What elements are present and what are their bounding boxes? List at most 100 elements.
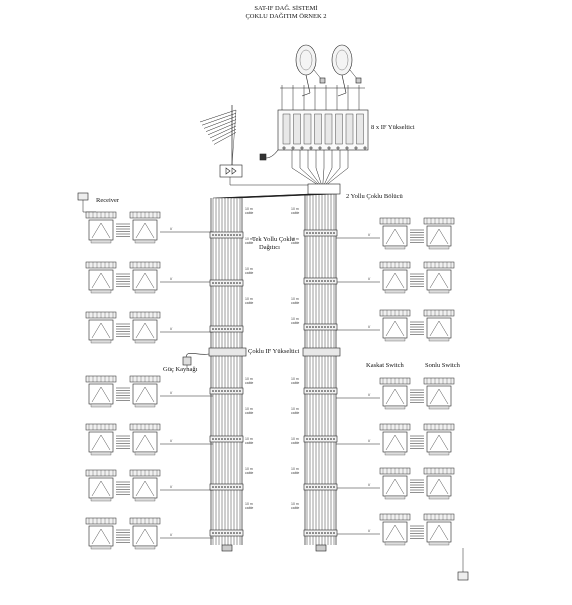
left-switch-unit-a (85, 423, 117, 456)
amp-output-cable (326, 167, 349, 186)
right-trunk-tap (303, 277, 338, 285)
left-switch-unit-a (85, 261, 117, 294)
cable-note-right: cable (291, 506, 299, 510)
cable-note-left: cable (245, 471, 253, 475)
combiner-arrow-icon (225, 167, 231, 175)
cable-note-left: cable (245, 301, 253, 305)
cable-length-mark-left: 10 m (245, 407, 253, 411)
cascade-switch-label: Kaskat Switch (366, 362, 404, 369)
right-switch-unit-a (379, 377, 411, 410)
left-switch-unit-a (85, 211, 117, 244)
amp-output-cable (325, 167, 341, 186)
feed-arrow-mark: // (368, 232, 371, 237)
cable-note-left: cable (245, 211, 253, 215)
cable-length-mark-right: 10 m (291, 207, 299, 211)
terrestrial-antenna (199, 105, 237, 166)
power-plug-icon (259, 153, 267, 161)
feed-arrow-mark: // (170, 226, 173, 231)
right-switch-unit-b (423, 467, 455, 500)
left-switch-unit-b (129, 261, 161, 294)
cable-note-right: cable (291, 411, 299, 415)
left-trunk-tap (209, 279, 244, 287)
left-switch-unit-a (85, 469, 117, 502)
power-supply-label: Güç Kaynağı (163, 366, 198, 373)
right-switch-unit-b (423, 377, 455, 410)
power-cable (265, 149, 279, 159)
right-switch-unit-b (423, 423, 455, 456)
satellite-dish-left (295, 44, 326, 97)
cable-length-mark-right: 10 m (291, 407, 299, 411)
cable-note-right: cable (291, 381, 299, 385)
cable-length-mark-right: 10 m (291, 467, 299, 471)
cable-note-right: cable (291, 241, 299, 245)
cable-note-left: cable (245, 381, 253, 385)
left-switch-unit-b (129, 469, 161, 502)
cable-length-mark-right: 10 m (291, 502, 299, 506)
multi-if-amplifier-label: Çoklu IF Yükseltici (248, 348, 300, 355)
feed-arrow-mark: // (170, 326, 173, 331)
right-trunk-tap (303, 323, 338, 331)
right-terminator (315, 544, 327, 552)
receiver-icon (77, 192, 89, 201)
right-switch-unit-a (379, 513, 411, 546)
left-switch-unit-b (129, 517, 161, 550)
cable-length-mark-right: 10 m (291, 317, 299, 321)
cable-note-right: cable (291, 211, 299, 215)
feed-arrow-mark: // (368, 482, 371, 487)
feed-arrow-mark: // (170, 438, 173, 443)
cable-length-mark-left: 10 m (245, 377, 253, 381)
left-switch-unit-b (129, 311, 161, 344)
right-multi-if-amplifier (302, 347, 341, 357)
amp-output-cable (315, 167, 322, 186)
right-switch-unit-b (423, 513, 455, 546)
right-switch-unit-a (379, 467, 411, 500)
amp-output-cable (291, 167, 319, 186)
left-multi-if-amplifier (208, 347, 247, 357)
cable-length-mark-left: 10 m (245, 502, 253, 506)
cable-note-left: cable (245, 506, 253, 510)
cable-note-left: cable (245, 241, 253, 245)
left-trunk-tap (209, 231, 244, 239)
left-trunk-tap (209, 483, 244, 491)
left-trunk-tap (209, 529, 244, 537)
single-way-label: Tek Yollu Çoklu (252, 236, 295, 243)
feed-arrow-mark: // (368, 324, 371, 329)
cable-note-right: cable (291, 301, 299, 305)
end-switch-label: Sonlu Switch (425, 362, 460, 369)
single-way-label-2: Dağıtıcı (259, 244, 280, 251)
feed-arrow-mark: // (368, 438, 371, 443)
cable-length-mark-right: 10 m (291, 297, 299, 301)
cable-length-mark-left: 10 m (245, 467, 253, 471)
cable-length-mark-right: 10 m (291, 437, 299, 441)
left-switch-unit-a (85, 375, 117, 408)
if-amplifier-8x (277, 109, 369, 151)
feed-arrow-mark: // (170, 390, 173, 395)
cable-length-mark-right: 10 m (291, 237, 299, 241)
feed-arrow-mark: // (368, 528, 371, 533)
left-terminator (221, 544, 233, 552)
feed-arrow-mark: // (170, 484, 173, 489)
power-supply-box (182, 356, 192, 366)
right-switch-unit-a (379, 217, 411, 250)
amp-output-cable (323, 167, 333, 186)
right-switch-unit-b (423, 261, 455, 294)
satellite-dish-right (331, 44, 362, 97)
amp-output-cable (322, 167, 325, 186)
right-trunk-tap (303, 483, 338, 491)
if-amplifier-label: 8 x IF Yükseltici (371, 124, 415, 131)
left-switch-unit-b (129, 423, 161, 456)
cable-note-right: cable (291, 471, 299, 475)
feed-arrow-mark: // (170, 276, 173, 281)
left-switch-unit-a (85, 517, 117, 550)
splitter-to-left-column (238, 193, 336, 199)
right-trunk-tap (303, 387, 338, 395)
terrestrial-combiner (219, 164, 243, 178)
receiver-label: Receiver (96, 197, 120, 204)
cable-length-mark-left: 10 m (245, 237, 253, 241)
two-way-splitter (307, 183, 341, 195)
feed-arrow-mark: // (368, 276, 371, 281)
right-switch-unit-b (423, 217, 455, 250)
amp-output-cable (299, 167, 320, 186)
splitter-label: 2 Yollu Çoklu Bölücü (346, 193, 403, 200)
